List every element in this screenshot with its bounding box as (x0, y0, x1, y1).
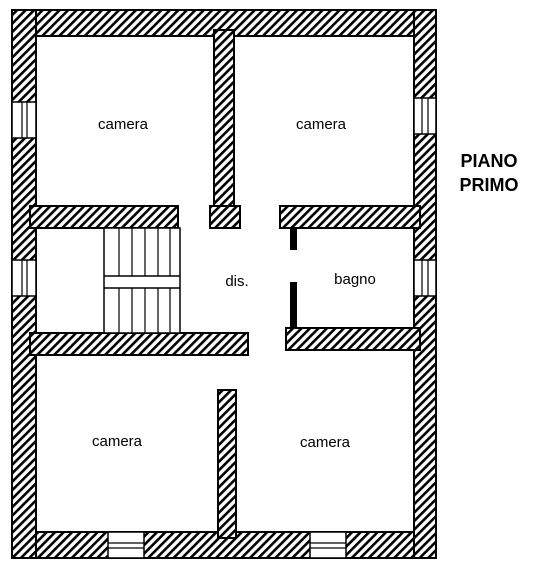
window-bottom-right (309, 531, 347, 559)
window-right-upper (413, 97, 437, 135)
plan-title-line-1: PIANO (460, 151, 517, 171)
room-label-bath: bagno (334, 271, 376, 288)
plan-title-line-2: PRIMO (459, 175, 518, 195)
room-label-top-right: camera (296, 116, 347, 133)
room-label-hall: dis. (225, 273, 248, 290)
wall-upper-right-partition (279, 205, 421, 229)
wall-center-lower (217, 389, 237, 539)
staircase (103, 227, 181, 334)
wall-center-upper-foot (209, 205, 241, 229)
window-right-lower (413, 259, 437, 297)
bath-door-jamb-top (290, 228, 297, 250)
stair-outline (103, 227, 181, 334)
window-left-lower (11, 259, 37, 297)
wall-upper-left-partition (29, 205, 179, 229)
window-left-upper (11, 101, 37, 139)
wall-bath-bottom (285, 327, 421, 351)
wall-lower-left-partition (29, 332, 249, 356)
wall-center-upper (213, 29, 235, 229)
room-label-bottom-right: camera (300, 434, 351, 451)
window-bottom-left (107, 531, 145, 559)
room-label-bottom-left: camera (92, 433, 143, 450)
windows (11, 97, 437, 559)
room-label-top-left: camera (98, 116, 149, 133)
interior-walls (29, 29, 421, 539)
bath-door-jamb-bottom (290, 282, 297, 328)
